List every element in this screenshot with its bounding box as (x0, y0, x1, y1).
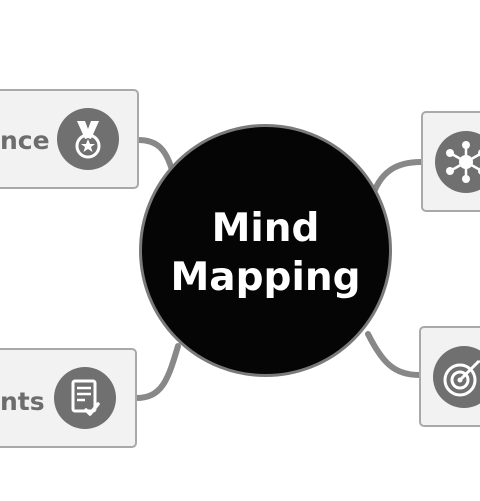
node-top-left[interactable]: nce (0, 89, 139, 189)
target-dart-icon (433, 346, 480, 408)
network-hub-icon (435, 131, 480, 193)
connector-top-right (371, 159, 424, 195)
node-top-left-label: nce (0, 126, 50, 155)
node-top-right[interactable] (421, 111, 480, 212)
node-bottom-right[interactable] (419, 326, 480, 427)
checklist-document-icon (54, 367, 116, 429)
central-topic-node[interactable]: Mind Mapping (139, 124, 392, 377)
medal-icon (57, 108, 119, 170)
node-bottom-left[interactable]: nts (0, 348, 137, 448)
central-topic-title-line1: Mind (211, 206, 320, 251)
central-topic-title-line2: Mapping (170, 255, 361, 300)
connector-bottom-left (133, 343, 181, 401)
connector-bottom-right (365, 331, 422, 378)
connector-top-left (135, 137, 175, 173)
node-bottom-left-label: nts (0, 387, 45, 416)
